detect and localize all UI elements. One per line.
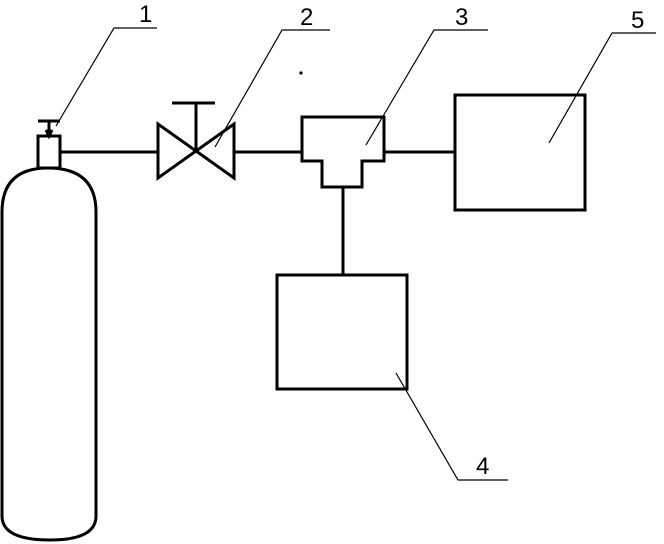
- box-right: [453, 93, 587, 212]
- label-2: 2: [300, 4, 313, 31]
- tee-fitting: [300, 115, 386, 189]
- label-5: 5: [631, 7, 644, 34]
- leader-line-3: [365, 29, 488, 146]
- gas-cylinder: [0, 166, 98, 542]
- speck: [299, 71, 303, 75]
- leader-line-5: [548, 32, 656, 144]
- box-lower: [275, 273, 409, 391]
- label-3: 3: [455, 4, 468, 31]
- label-1: 1: [139, 1, 152, 28]
- label-4: 4: [476, 453, 489, 480]
- leader-line-2: [214, 29, 330, 148]
- cylinder-valve-handle: [38, 119, 60, 140]
- cylinder-neck: [36, 134, 62, 170]
- valve-stem: [172, 101, 215, 151]
- leader-line-4: [395, 372, 508, 481]
- leader-line-1: [55, 27, 157, 127]
